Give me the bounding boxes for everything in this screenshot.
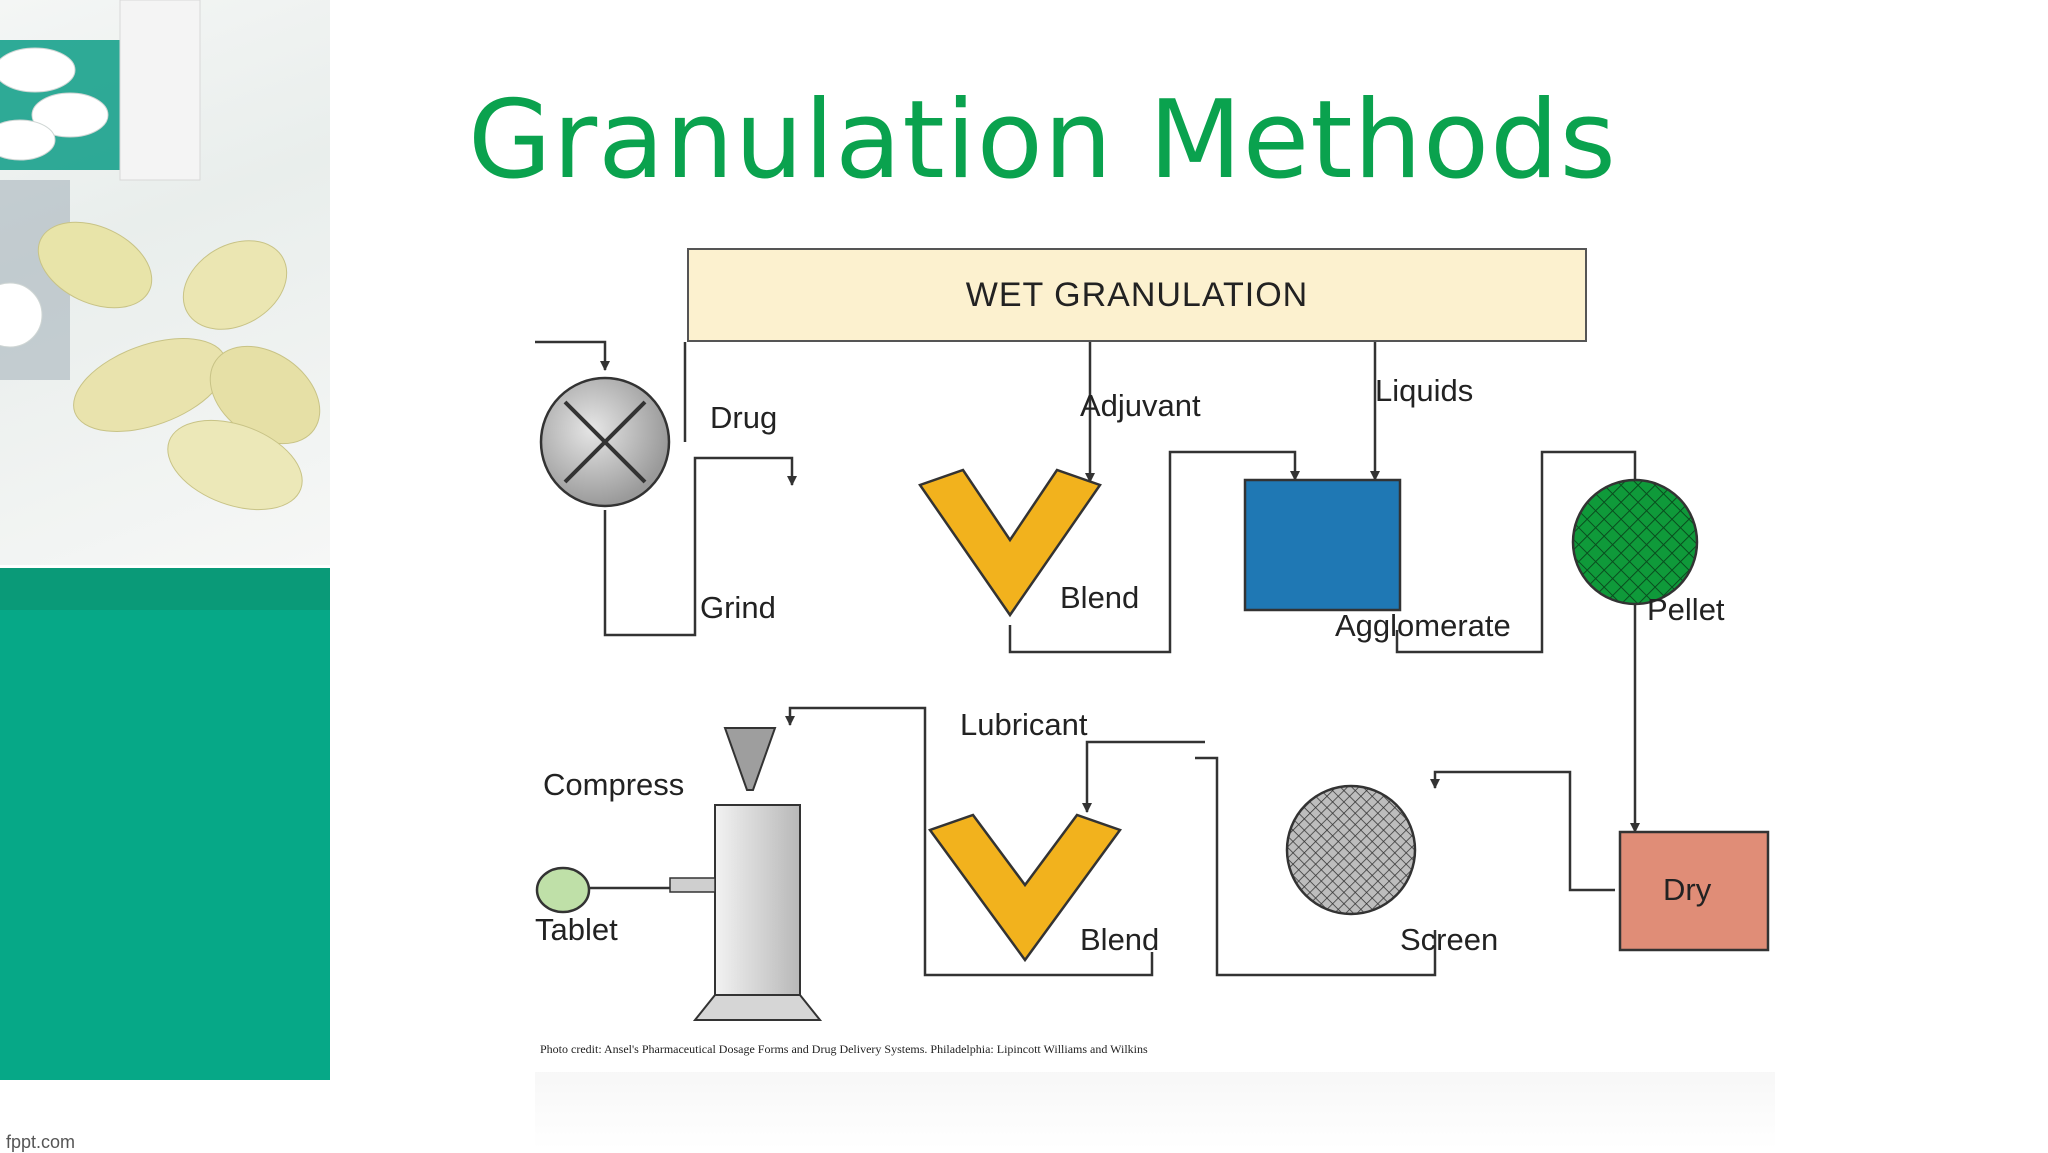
agglomerate-to-pellet-line: [1395, 450, 1640, 654]
slide-title: Granulation Methods: [468, 78, 1617, 203]
pills-photo: [0, 0, 330, 565]
v-blender-icon: [918, 468, 1102, 618]
diagram-reflection: [535, 1072, 1775, 1150]
photo-credit: Photo credit: Ansel's Pharmaceutical Dos…: [540, 1042, 1148, 1056]
blend-to-compress-line: [785, 706, 1154, 977]
label-adjuvant: Adjuvant: [1080, 388, 1201, 423]
lubricant-arrow: [1082, 740, 1205, 813]
press-ejector: [669, 877, 716, 893]
label-pellet: Pellet: [1647, 592, 1725, 627]
lower-v-blender-icon: [927, 813, 1123, 963]
label-compress: Compress: [543, 767, 685, 802]
blend-to-agglomerate-line: [1008, 450, 1300, 654]
drug-arrow: [535, 340, 610, 371]
diagram-header: WET GRANULATION: [687, 248, 1587, 342]
tablet-icon: [535, 866, 591, 914]
pelletizer-icon: [1571, 478, 1699, 606]
label-blend-top: Blend: [1060, 580, 1140, 615]
teal-accent-bar: [0, 568, 330, 610]
teal-accent-block: [0, 610, 330, 1080]
grind-to-blend-line: [603, 456, 797, 637]
label-lubricant: Lubricant: [960, 707, 1088, 742]
press-hopper-icon: [723, 727, 777, 791]
dry-to-screen-line: [1430, 770, 1615, 892]
grinder-blades: [563, 400, 647, 484]
screen-to-blend-line: [1195, 756, 1437, 977]
label-screen: Screen: [1400, 922, 1499, 957]
label-liquids: Liquids: [1375, 373, 1474, 408]
label-tablet: Tablet: [535, 912, 618, 947]
label-dry: Dry: [1663, 872, 1712, 907]
tablet-press-icon: [714, 804, 801, 996]
footer-brand: fppt.com: [6, 1132, 76, 1152]
flow-graphics: [535, 300, 1770, 1021]
wet-granulation-diagram: WET GRANULATION Drug Grind Adjuvant Blen…: [535, 230, 1775, 1150]
dryer-icon: [1618, 830, 1770, 952]
agglomerator-icon: [1243, 478, 1402, 612]
label-agglomerate: Agglomerate: [1335, 608, 1511, 643]
label-drug: Drug: [710, 400, 778, 435]
screen-sieve-icon: [1285, 784, 1417, 916]
pills-illustration: [0, 0, 321, 511]
label-grind: Grind: [700, 590, 776, 625]
press-base: [692, 994, 823, 1021]
label-blend-bottom: Blend: [1080, 922, 1160, 957]
